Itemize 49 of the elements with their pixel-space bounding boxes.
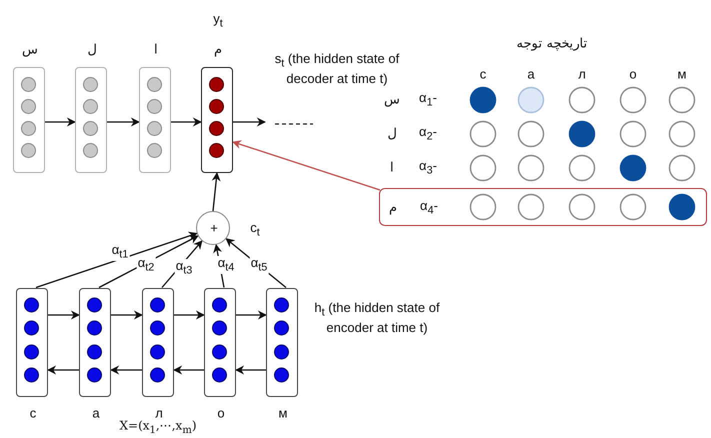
arrow xyxy=(36,232,198,288)
output-letter: ل xyxy=(88,42,96,58)
arrow xyxy=(111,310,143,320)
input-letter: о xyxy=(217,406,225,422)
row-letter: ل xyxy=(388,126,396,142)
row-letter: س xyxy=(384,92,400,108)
arrow xyxy=(233,118,266,126)
row-letter: ا xyxy=(390,160,394,176)
edge-label: α$_{t5}$ xyxy=(250,256,268,274)
arrow xyxy=(47,366,79,374)
row-letter: م xyxy=(389,200,397,216)
output-letter: م xyxy=(214,42,222,58)
input-letter: м xyxy=(278,406,288,422)
row-weight: α$_{4}$- xyxy=(420,198,438,218)
sum-label: c$_{t}$ xyxy=(250,220,260,240)
arrow xyxy=(162,240,203,288)
output-letter: ا xyxy=(154,42,158,58)
column-letter: с xyxy=(480,68,486,82)
arrow xyxy=(45,118,76,126)
edge-label: α$_{t4}$ xyxy=(216,256,236,274)
row-weight: α$_{1}$- xyxy=(419,90,437,110)
row-weight: α$_{2}$- xyxy=(419,124,437,144)
arrow xyxy=(110,366,142,374)
grid-title: تاریخچه توجه xyxy=(516,36,588,52)
output-letter: س xyxy=(22,42,38,58)
input-letter: с xyxy=(30,406,36,422)
annotation: h$_{t}$ (the hidden state of encoder at time t) xyxy=(313,300,441,337)
column-letter: л xyxy=(578,68,586,82)
arrow xyxy=(232,140,380,191)
input-letter: а xyxy=(92,406,100,422)
arrow xyxy=(174,310,205,320)
input-letter: л xyxy=(155,406,163,422)
arrow xyxy=(98,235,199,288)
input-sequence: X=(x$_{1}$,⋯,x$_{m}$) xyxy=(120,420,196,436)
plus-sign: + xyxy=(210,222,218,236)
arrow xyxy=(48,310,80,320)
arrow xyxy=(107,118,140,126)
arrow xyxy=(173,366,204,374)
row-weight: α$_{3}$- xyxy=(419,158,437,178)
arrow xyxy=(235,366,266,374)
column-letter: а xyxy=(527,68,535,82)
arrow xyxy=(236,310,267,320)
annotation: s$_{t}$ (the hidden state of decoder at time t) xyxy=(274,51,400,88)
highlight-box xyxy=(379,188,707,226)
arrow xyxy=(212,172,221,212)
arrow xyxy=(171,118,202,126)
column-letter: о xyxy=(629,68,637,82)
column-letter: м xyxy=(678,68,686,82)
output-label: y$_{t}$ xyxy=(213,12,223,30)
